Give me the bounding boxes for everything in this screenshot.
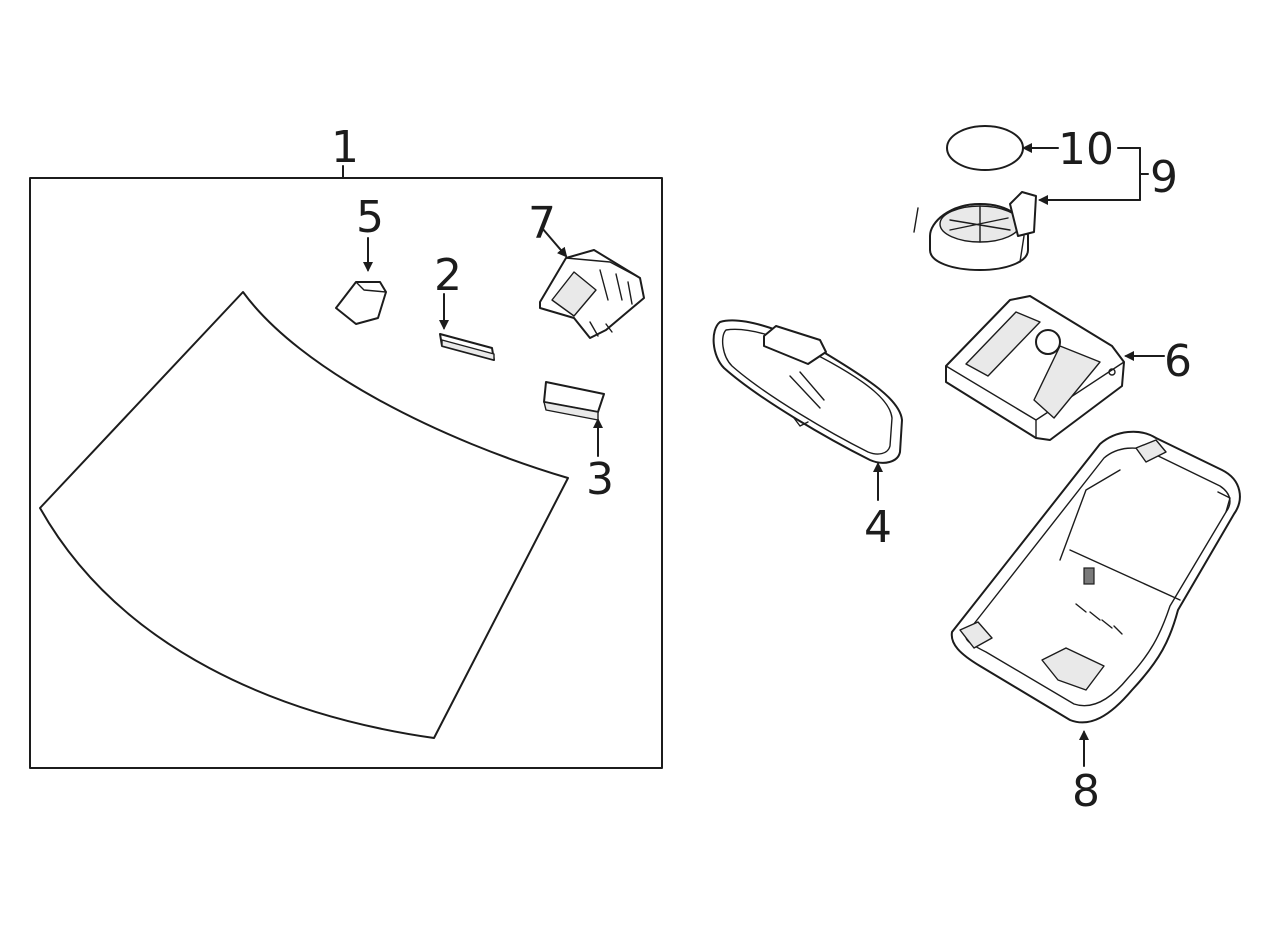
windshield-glass (39, 291, 569, 739)
part-2-clip (439, 293, 495, 361)
callout-label-10: 10 (1058, 124, 1114, 175)
part-9-sensor (913, 147, 1149, 271)
part-4-mirror (712, 319, 903, 501)
callout-label-8: 8 (1072, 766, 1100, 817)
callout-label-5: 5 (356, 192, 384, 243)
part-10-seal-ring (946, 125, 1059, 171)
callout-label-4: 4 (864, 502, 892, 553)
callout-label-1: 1 (331, 122, 359, 173)
part-8-cover (950, 430, 1241, 767)
callout-label-2: 2 (434, 250, 462, 301)
callout-label-7: 7 (528, 198, 556, 249)
part-7-bracket (539, 227, 645, 339)
callout-label-6: 6 (1164, 336, 1192, 387)
callout-label-9: 9 (1150, 152, 1178, 203)
callout-label-3: 3 (586, 454, 614, 505)
part-5-molding (335, 237, 387, 325)
part-6-camera (945, 295, 1165, 441)
part-3-pad (543, 381, 605, 457)
windshield-group-box (29, 165, 663, 769)
